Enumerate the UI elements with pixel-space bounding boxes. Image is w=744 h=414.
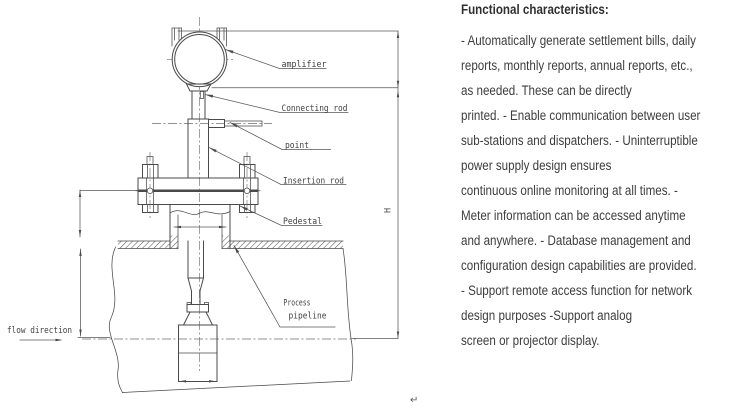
amplifier-head <box>171 27 228 88</box>
panel-text-line: design purposes -Support analog <box>461 308 633 323</box>
panel-text-line: Meter information can be accessed anytim… <box>461 208 686 223</box>
panel-text-line: and anywhere. - Database management and <box>461 233 691 248</box>
label-flow-direction: flow direction <box>7 326 72 336</box>
dimension-lines: H <box>77 30 400 339</box>
functional-characteristics-panel: Functional characteristics: - Automatica… <box>461 0 744 414</box>
label-insertion-rod: Insertion rod <box>283 177 344 187</box>
panel-text-line: power supply design ensures <box>461 158 612 173</box>
flowmeter-installation-diagram: H amplifier Connecting rod point Inserti… <box>7 17 418 406</box>
label-process: Process <box>284 299 311 309</box>
panel-text-line: configuration design capabilities are pr… <box>461 258 697 273</box>
panel-text-line: as needed. These can be directly <box>461 83 632 98</box>
part-labels: amplifier Connecting rod point Insertion… <box>282 60 348 322</box>
probe-assembly <box>178 240 218 383</box>
label-pipeline: pipeline <box>289 312 327 322</box>
flow-direction: flow direction <box>7 326 72 342</box>
panel-text-line: sub-stations and dispatchers. - Uninterr… <box>461 133 698 148</box>
panel-text-line: screen or projector display. <box>461 333 600 348</box>
panel-text-line: continuous online monitoring at all time… <box>461 183 678 198</box>
pedestal <box>169 204 231 249</box>
leader-lines <box>204 49 349 328</box>
return-mark: ↵ <box>410 395 418 406</box>
panel-text-line: - Support remote access function for net… <box>461 283 693 298</box>
pipe-wall <box>117 235 344 249</box>
connecting-rod <box>185 83 212 120</box>
insertion-rod-tube <box>187 118 209 179</box>
panel-heading: Functional characteristics: <box>461 2 609 17</box>
pointer-rod <box>208 119 263 128</box>
panel-body: - Automatically generate settlement bill… <box>461 28 700 353</box>
label-pedestal: Pedestal <box>283 217 322 227</box>
label-point: point <box>285 141 309 151</box>
height-dimension-label: H <box>384 208 394 213</box>
label-amplifier: amplifier <box>282 60 327 70</box>
panel-text-line: - Automatically generate settlement bill… <box>461 33 696 48</box>
mounting-flange <box>135 156 261 213</box>
label-connecting-rod: Connecting rod <box>282 104 348 114</box>
panel-text-line: reports, monthly reports, annual reports… <box>461 58 693 73</box>
panel-text-line: printed. - Enable communication between … <box>461 108 701 123</box>
pipe-break-lines <box>109 246 354 394</box>
